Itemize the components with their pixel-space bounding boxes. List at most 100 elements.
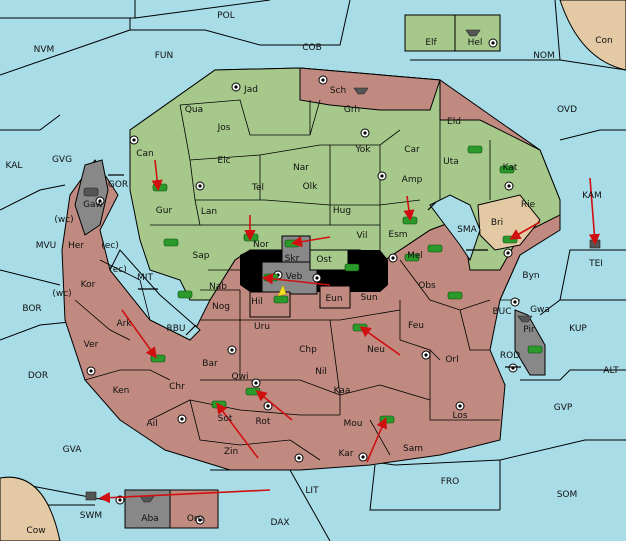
- sea-label: Cow: [26, 526, 45, 536]
- sea-label: TEI: [588, 259, 603, 269]
- territory-label: Orn: [187, 514, 203, 524]
- green-territory-label: Grh: [344, 105, 360, 115]
- red-territory-label: Sam: [403, 444, 423, 454]
- territory-label: Bri: [491, 218, 503, 228]
- region-orn: [169, 489, 219, 529]
- green-territory-label: Jos: [217, 123, 231, 133]
- green-territory-label: Olk: [303, 182, 319, 192]
- sea-label: BOR: [22, 304, 41, 314]
- region-eun: [319, 285, 351, 309]
- sea-label: SOM: [557, 490, 578, 500]
- region-pir: [514, 309, 546, 376]
- sea-label: GVP: [554, 403, 573, 413]
- red-territory-label: Nab: [209, 282, 227, 292]
- red-territory-label: Uru: [254, 322, 270, 332]
- convoy-markers: [108, 174, 521, 368]
- red-territory-label: Ark: [116, 319, 132, 329]
- red-territory-label: Ail: [146, 419, 157, 429]
- red-territory-label: Her: [68, 241, 84, 251]
- region-gaw: [74, 159, 109, 236]
- green-territory-label: Gur: [156, 206, 173, 216]
- green-territory-label: Jad: [243, 85, 258, 95]
- red-territory-label: Kar: [339, 449, 354, 459]
- red-territory-label: Mou: [344, 419, 363, 429]
- red-territory-label: Rot: [256, 417, 271, 427]
- sea-label: MVU: [36, 241, 57, 251]
- green-territory-label: Mel: [407, 251, 423, 261]
- sea-label: (wc): [54, 215, 73, 225]
- red-territory-label: Ver: [84, 340, 99, 350]
- red-territory-label: Pir: [523, 325, 535, 335]
- sea-label: Con: [595, 36, 613, 46]
- sea-label: KAL: [6, 161, 23, 171]
- sea-sma-channel: [429, 194, 481, 262]
- land-borders: [74, 99, 521, 461]
- order-arrows: [98, 159, 600, 504]
- sea-label: KAM: [582, 191, 602, 201]
- red-territory-label: Eun: [325, 294, 342, 304]
- region-elf: [404, 14, 456, 52]
- green-territory-label: Lan: [201, 207, 217, 217]
- green-territory-label: Can: [136, 149, 154, 159]
- red-territory-label: Kaa: [334, 386, 351, 396]
- region-sch: [299, 67, 441, 111]
- sea-label: (ec): [101, 241, 119, 251]
- red-territory-label: Kor: [81, 280, 96, 290]
- red-territory-label: Zin: [224, 447, 238, 457]
- territory-label: Aba: [141, 514, 158, 524]
- sea-label: MIT: [137, 273, 153, 283]
- red-territory-label: Nog: [212, 302, 230, 312]
- sea-label: (ec): [109, 265, 127, 275]
- green-territory-label: Hel: [468, 38, 483, 48]
- sea-label: BUC: [492, 307, 511, 317]
- sea-label: RBU: [166, 324, 185, 334]
- red-territory-label: Orl: [445, 355, 458, 365]
- red-territory-label: Chp: [299, 345, 317, 355]
- green-territory-label: Eld: [447, 117, 461, 127]
- red-territory-label: Nil: [315, 367, 327, 377]
- red-territory-label: Ost: [316, 255, 332, 265]
- red-territory-label: Gwa: [530, 305, 550, 315]
- green-territory-label: Sap: [193, 251, 210, 261]
- green-territory-label: Elc: [217, 156, 230, 166]
- green-territory-label: Qua: [185, 105, 203, 115]
- green-territory-label: Esm: [388, 230, 407, 240]
- map-labels: POLNVMFUNCOBNOMOVDKALGVGGORMVU(wc)(ec)MI…: [6, 11, 620, 536]
- sea-label: ROD: [500, 351, 520, 361]
- sea-label: NOM: [533, 51, 555, 61]
- green-territory-label: Skr: [285, 254, 300, 264]
- red-territory-label: Qwi: [232, 372, 249, 382]
- red-territory-label: Neu: [367, 345, 385, 355]
- sea-label: POL: [217, 11, 235, 21]
- region-ost: [309, 249, 349, 271]
- sea-label: ALT: [603, 366, 619, 376]
- green-territory-label: Tel: [251, 183, 264, 193]
- sea-label: GOR: [108, 180, 128, 190]
- sea-label: KUP: [569, 324, 587, 334]
- red-territory-label: Obs: [418, 281, 436, 291]
- green-territory-label: Nor: [253, 240, 269, 250]
- sea-label: GVG: [52, 155, 72, 165]
- red-territory-label: Gaw: [83, 200, 103, 210]
- sea-label: LIT: [305, 486, 319, 496]
- red-territory-label: Hil: [251, 297, 263, 307]
- sea-label: SMA: [457, 225, 477, 235]
- green-territory-label: Elf: [425, 38, 437, 48]
- sea-label: FUN: [155, 51, 174, 61]
- red-territory-label: Sun: [360, 293, 377, 303]
- sea-label: OVD: [557, 105, 577, 115]
- sea-label: FRO: [441, 477, 460, 487]
- region-bri: [477, 194, 541, 251]
- red-territory-label: Los: [452, 411, 467, 421]
- green-territory-label: Nar: [293, 163, 309, 173]
- green-territory-label: Car: [404, 145, 420, 155]
- red-territory-label: Bar: [202, 359, 218, 369]
- red-territory-label: Sot: [218, 414, 233, 424]
- red-territory-label: Chr: [169, 382, 185, 392]
- red-territory-label: Ken: [113, 386, 130, 396]
- green-territory-label: Kat: [503, 163, 518, 173]
- green-territory-label: Hug: [333, 206, 351, 216]
- green-territory-label: Rie: [521, 200, 536, 210]
- red-territory-label: Byn: [522, 271, 539, 281]
